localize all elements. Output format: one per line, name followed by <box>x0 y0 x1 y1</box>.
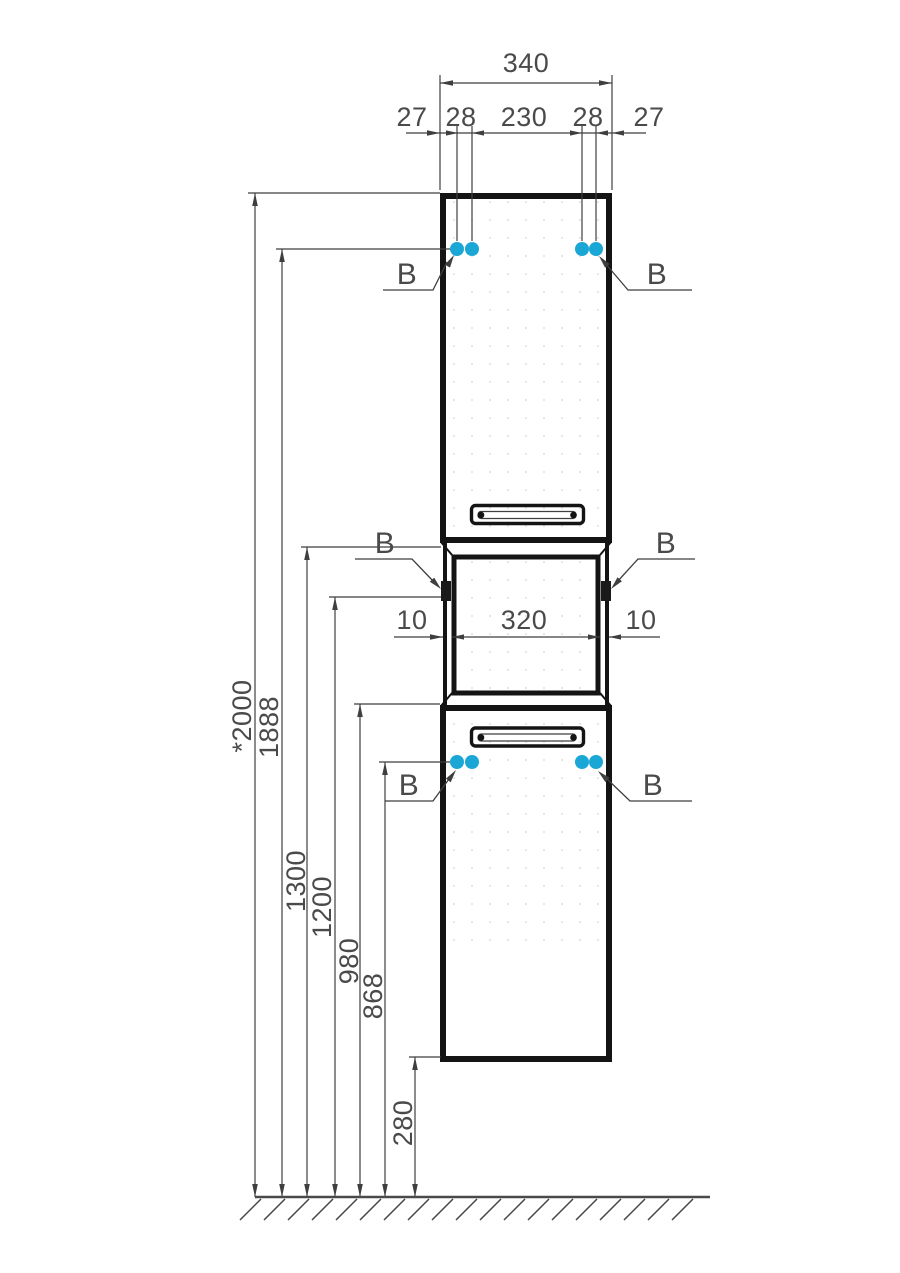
svg-text:B: B <box>656 527 677 560</box>
ground-line <box>239 1195 710 1221</box>
dim-280: 280 <box>388 1100 418 1147</box>
handle-screw <box>477 734 485 741</box>
callout-b-bottom-left: B <box>385 769 456 802</box>
dim-230: 230 <box>501 102 548 132</box>
svg-text:B: B <box>647 258 668 291</box>
fastener-dot <box>575 242 589 256</box>
dim-980: 980 <box>334 938 364 985</box>
dim-320: 320 <box>501 605 548 635</box>
fastener-dot <box>450 755 464 769</box>
dim-1888: 1888 <box>254 696 284 758</box>
top-door <box>440 193 612 543</box>
fastener-dot <box>589 242 603 256</box>
niche-fastener-mark-left <box>441 581 451 601</box>
niche-fastener-mark-right <box>601 581 611 601</box>
handle-screw <box>570 734 577 741</box>
dim-27-right: 27 <box>633 102 664 132</box>
fastener-dot <box>465 242 479 256</box>
dim-340: 340 <box>503 48 550 78</box>
callout-b-top-right: B <box>599 256 692 291</box>
dim-2000: *2000 <box>227 679 257 752</box>
dimension-vertical-stack: *2000 1888 1300 1200 980 868 280 <box>227 192 450 1197</box>
callout-b-middle-left: B <box>355 527 441 589</box>
fastener-dot <box>450 242 464 256</box>
callout-b-middle-right: B <box>611 527 695 589</box>
niche-opening <box>451 554 601 696</box>
dim-28-right: 28 <box>572 102 603 132</box>
dim-868: 868 <box>358 973 388 1020</box>
svg-text:B: B <box>399 769 420 802</box>
dimension-top-chain: 27 28 230 28 27 <box>396 102 664 136</box>
fastener-dots <box>450 242 603 769</box>
fastener-callouts: B B B B B B <box>355 255 695 802</box>
bottom-door <box>440 705 612 1062</box>
dim-28-left: 28 <box>445 102 476 132</box>
dimension-niche-width: 10 320 10 <box>394 605 660 640</box>
ground-hatching <box>239 1198 694 1221</box>
dim-1300: 1300 <box>281 850 311 912</box>
dimension-top-overall: 340 <box>439 48 613 241</box>
bottom-door-handle <box>469 726 586 748</box>
fastener-dot <box>589 755 603 769</box>
panel-dot-texture <box>446 199 606 941</box>
fastener-dot <box>465 755 479 769</box>
svg-text:B: B <box>397 258 418 291</box>
dim-27-left: 27 <box>396 102 427 132</box>
callout-b-bottom-right: B <box>598 769 692 802</box>
handle-screw <box>570 511 577 519</box>
svg-text:B: B <box>375 527 396 560</box>
svg-text:B: B <box>643 769 664 802</box>
fastener-dot <box>575 755 589 769</box>
dim-10-right: 10 <box>625 605 656 635</box>
dim-10-left: 10 <box>396 605 427 635</box>
handle-screw <box>477 511 485 519</box>
dim-1200: 1200 <box>307 876 337 938</box>
top-door-handle <box>469 503 586 526</box>
callout-b-top-left: B <box>383 255 454 291</box>
niche <box>440 541 612 707</box>
